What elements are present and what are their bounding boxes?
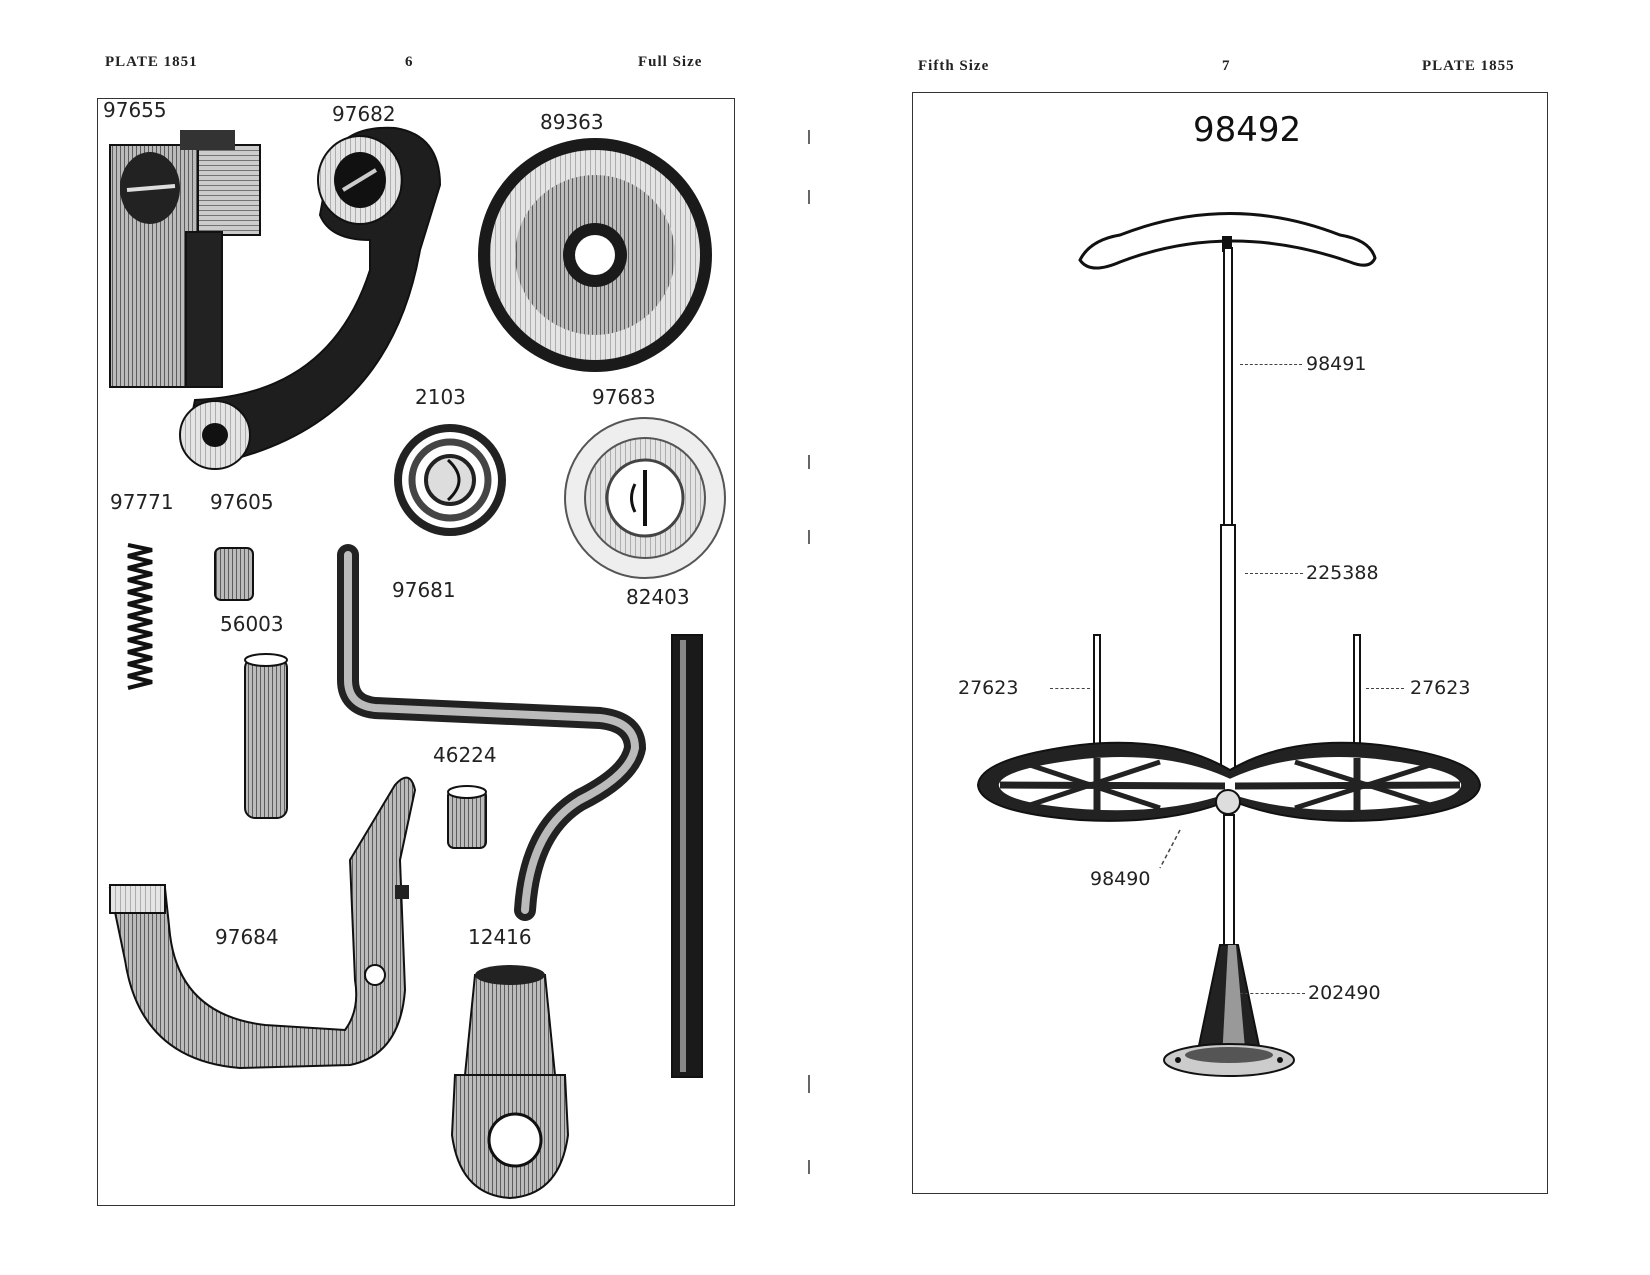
part-82403-drawing xyxy=(671,634,703,1078)
part-number-label: 46224 xyxy=(433,743,497,767)
right-page-number: 7 xyxy=(1222,58,1231,74)
left-plate-number: PLATE 1851 xyxy=(105,54,198,70)
leader-line xyxy=(1366,688,1404,689)
gutter-mark xyxy=(808,530,810,544)
left-scale-label: Full Size xyxy=(638,54,703,70)
part-number-label: 82403 xyxy=(626,585,690,609)
gutter-mark xyxy=(808,1075,810,1093)
right-plate-frame xyxy=(912,92,1548,1194)
gutter-mark xyxy=(808,1160,810,1174)
part-number-label: 56003 xyxy=(220,612,284,636)
part-number-label: 97605 xyxy=(210,490,274,514)
gutter-mark xyxy=(808,455,810,469)
right-plate-number: PLATE 1855 xyxy=(1422,58,1515,74)
gutter-mark xyxy=(808,190,810,204)
part-97605-drawing xyxy=(214,547,254,601)
part-89363-drawing xyxy=(478,138,712,372)
part-number-label: 97684 xyxy=(215,925,279,949)
right-scale-label: Fifth Size xyxy=(918,58,990,74)
callout-label: 27623 xyxy=(958,677,1019,699)
part-97771-drawing xyxy=(127,543,153,690)
gutter-mark xyxy=(808,130,810,144)
leader-line xyxy=(1240,364,1302,365)
part-number-label: 97681 xyxy=(392,578,456,602)
spool-stand-handle xyxy=(1078,212,1377,270)
part-97682-drawing xyxy=(179,126,442,470)
callout-label: 27623 xyxy=(1410,677,1471,699)
part-2103-drawing xyxy=(394,424,506,536)
callout-label: 225388 xyxy=(1306,562,1379,584)
part-97681-drawing xyxy=(337,544,647,921)
spool-plate xyxy=(976,741,1482,822)
part-97655-drawing xyxy=(109,130,261,388)
assembly-number: 98492 xyxy=(1193,110,1302,150)
part-97683-drawing xyxy=(564,417,726,579)
part-number-label: 12416 xyxy=(468,925,532,949)
left-plate-frame xyxy=(97,98,735,1206)
callout-label: 98491 xyxy=(1306,353,1367,375)
leader-line xyxy=(1240,993,1305,994)
part-number-label: 89363 xyxy=(540,110,604,134)
part-number-label: 97771 xyxy=(110,490,174,514)
part-number-label: 97682 xyxy=(332,102,396,126)
left-page-number: 6 xyxy=(405,54,414,70)
leader-line xyxy=(1050,688,1090,689)
part-number-label: 2103 xyxy=(415,385,466,409)
part-number-label: 97683 xyxy=(592,385,656,409)
callout-label: 98490 xyxy=(1090,868,1151,890)
callout-label: 202490 xyxy=(1308,982,1381,1004)
part-46224-drawing xyxy=(447,785,487,849)
spool-stand-base xyxy=(1163,944,1295,1077)
part-97684-drawing xyxy=(108,776,417,1070)
part-56003-drawing xyxy=(244,653,288,819)
part-number-label: 97655 xyxy=(103,98,167,122)
leader-line xyxy=(1245,573,1303,574)
part-12416-drawing xyxy=(450,965,570,1200)
